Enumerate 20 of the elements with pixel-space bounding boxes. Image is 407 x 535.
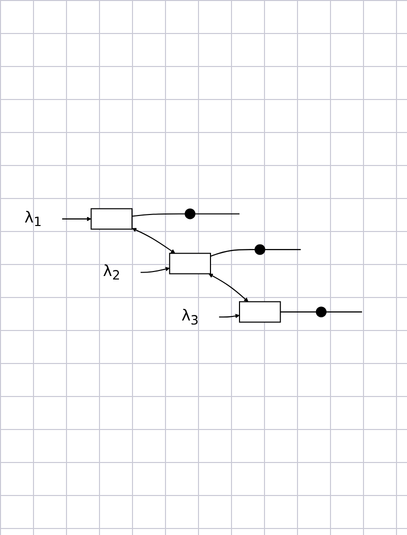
node-box (169, 252, 211, 274)
connector (210, 248, 255, 256)
connector (195, 212, 240, 214)
node-text: λ$_{2}$ (102, 262, 120, 282)
node-box (90, 208, 133, 230)
arrow (132, 227, 176, 254)
arrow (208, 273, 248, 302)
connector (280, 310, 316, 312)
connector (132, 212, 185, 216)
arrow (219, 313, 240, 318)
arrow (62, 216, 92, 221)
node-text: λ$_{1}$ (24, 208, 42, 229)
arrow (140, 266, 170, 272)
node-circle (184, 208, 196, 219)
connector (265, 248, 301, 250)
connector (326, 310, 362, 312)
node-circle (316, 306, 327, 317)
node-text: λ$_{3}$ (181, 306, 199, 327)
node-box (239, 300, 281, 322)
node-circle (254, 244, 266, 254)
